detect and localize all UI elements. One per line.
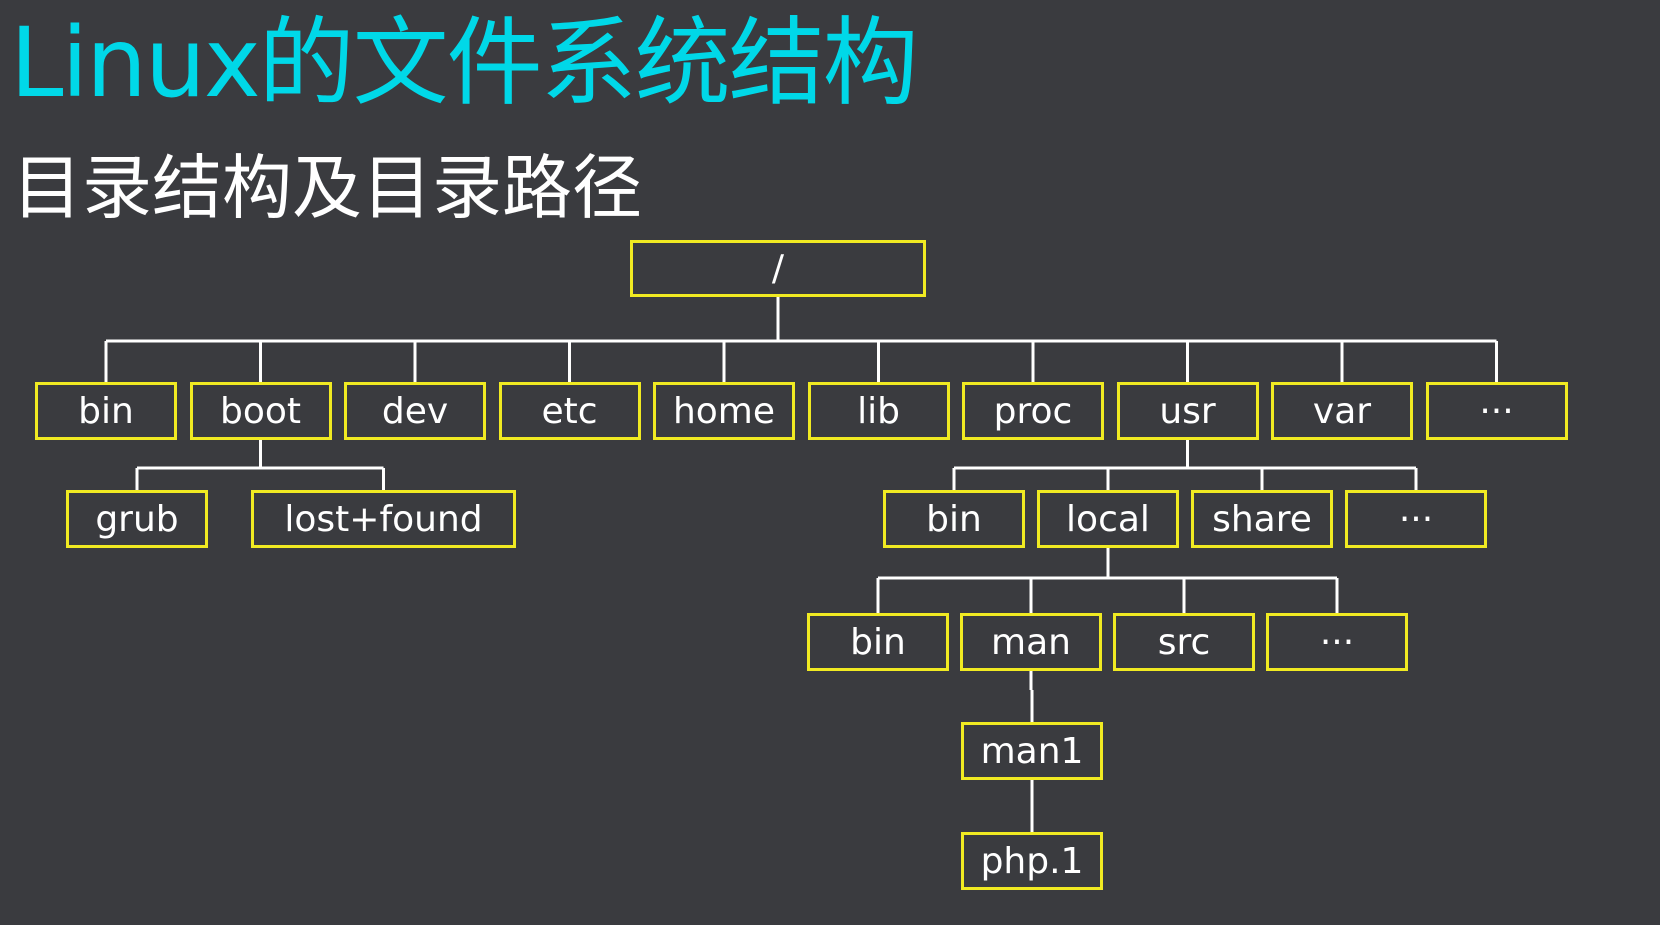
dir-node-usr-bin: bin — [883, 490, 1025, 548]
dir-node-l1-var: var — [1271, 382, 1413, 440]
dir-node-usr-local: local — [1037, 490, 1179, 548]
dir-node-boot-lost-found: lost+found — [251, 490, 516, 548]
dir-node-l1-proc: proc — [962, 382, 1104, 440]
dir-node-local-more: ··· — [1266, 613, 1408, 671]
dir-node-l1-lib: lib — [807, 382, 950, 440]
dir-node-l1-more: ··· — [1425, 382, 1568, 440]
dir-node-local-src: src — [1113, 613, 1255, 671]
dir-node-boot-grub: grub — [66, 490, 208, 548]
dir-node-l1-etc: etc — [498, 382, 641, 440]
dir-node-usr-share: share — [1191, 490, 1333, 548]
page-title: Linux的文件系统结构 — [10, 7, 919, 119]
dir-node-local-bin: bin — [807, 613, 949, 671]
dir-node-man-man1: man1 — [961, 722, 1103, 780]
dir-node-man1-php-1: php.1 — [961, 832, 1103, 890]
dir-node-l1-boot: boot — [189, 382, 332, 440]
page-subtitle: 目录结构及目录路径 — [12, 147, 642, 229]
dir-node-root: / — [630, 240, 926, 297]
dir-node-l1-home: home — [653, 382, 795, 440]
dir-node-l1-dev: dev — [344, 382, 486, 440]
dir-node-l1-usr: usr — [1116, 382, 1259, 440]
dir-node-local-man: man — [960, 613, 1102, 671]
dir-node-usr-more: ··· — [1345, 490, 1487, 548]
dir-node-l1-bin: bin — [35, 382, 177, 440]
